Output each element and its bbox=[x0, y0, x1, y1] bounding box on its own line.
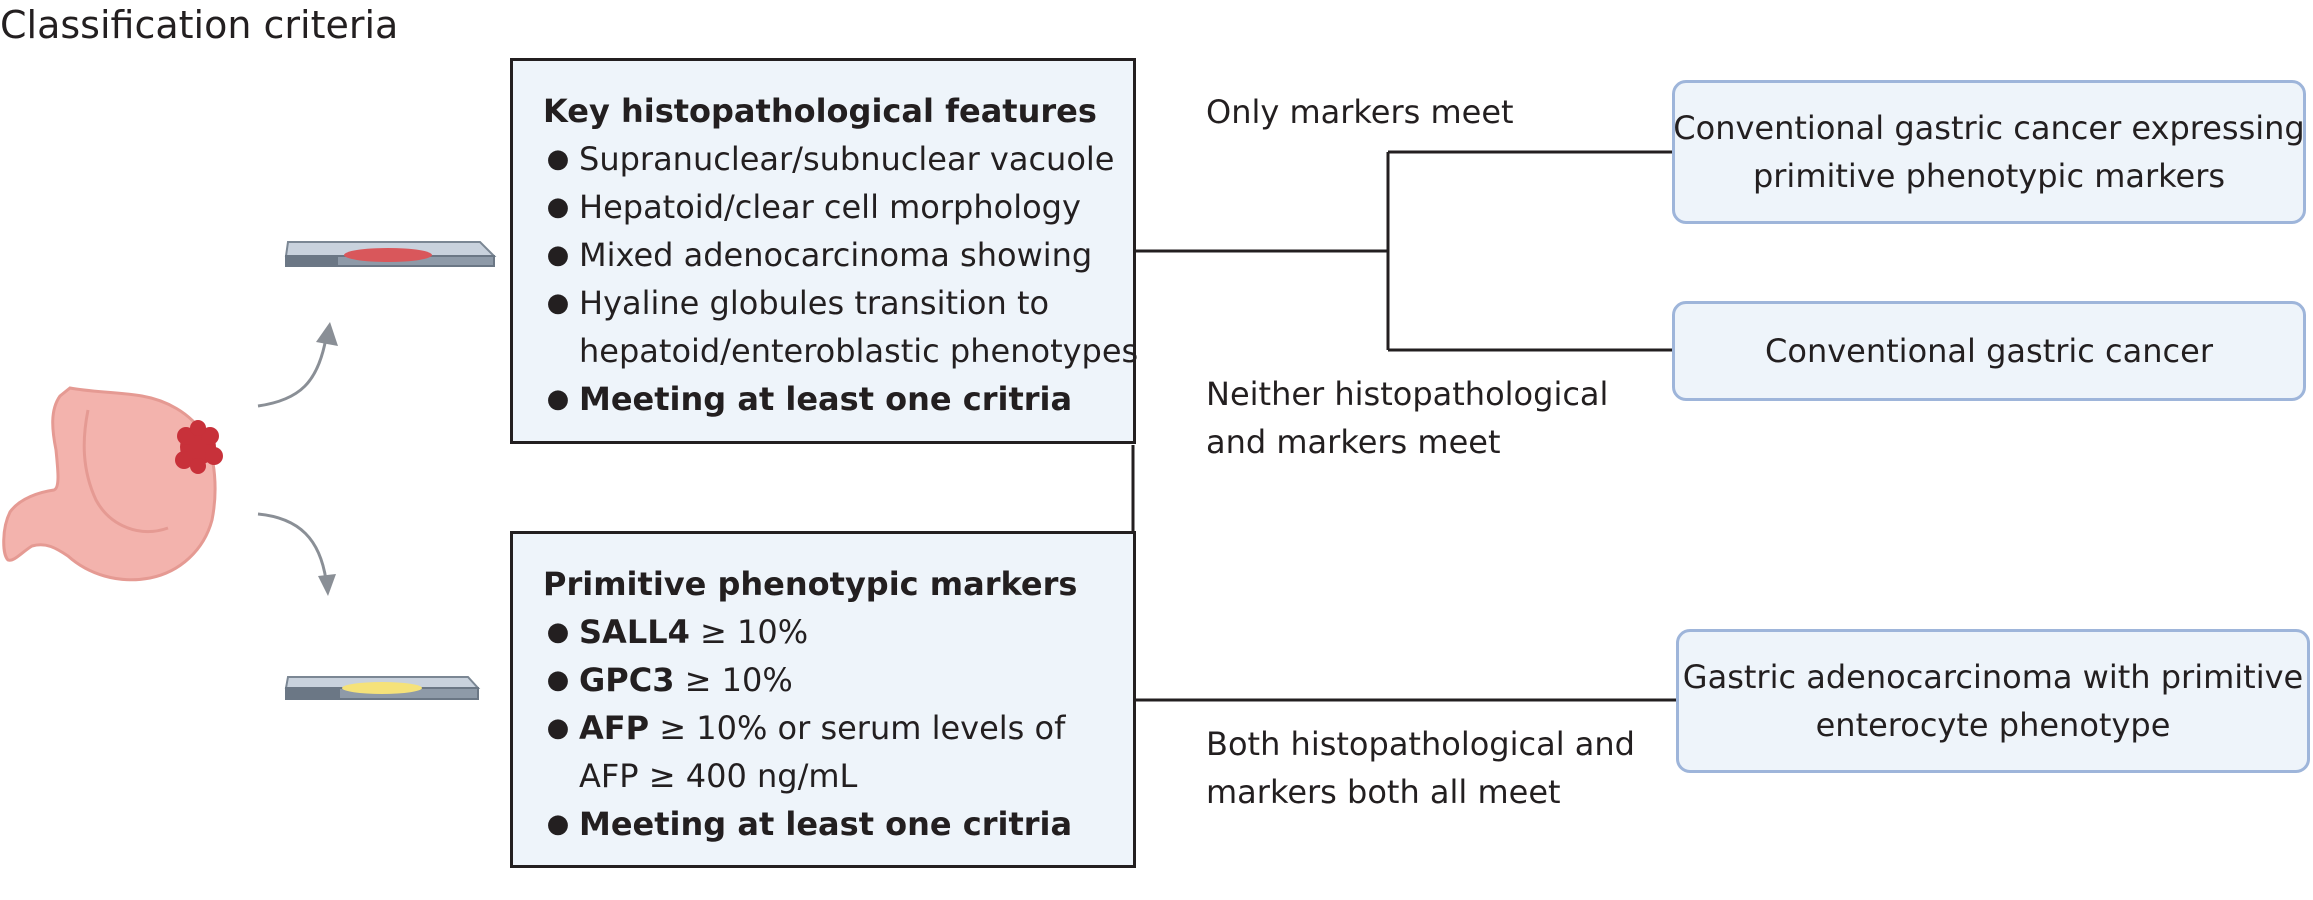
stomach-icon bbox=[2, 386, 217, 582]
slide-red-icon bbox=[284, 241, 497, 267]
arrow-up-head bbox=[316, 322, 338, 346]
histology-box: Key histopathological features ●Supranuc… bbox=[510, 58, 1139, 444]
arrow-down-head bbox=[318, 574, 336, 596]
marker-item-afp-continuation: AFP ≥ 400 ng/mL bbox=[579, 757, 858, 795]
bullet-icon: ● bbox=[546, 240, 570, 270]
markers-criteria: ●Meeting at least one critria bbox=[543, 800, 1133, 848]
outcome-gaep: Gastric adenocarcinoma with primitive en… bbox=[1676, 629, 2310, 773]
label-only-markers: Only markers meet bbox=[1206, 93, 1514, 131]
histology-heading: Key histopathological features bbox=[543, 92, 1097, 130]
bullet-icon: ● bbox=[546, 665, 570, 695]
label-neither: Neither histopathological and markers me… bbox=[1206, 375, 1609, 461]
histology-criteria: ●Meeting at least one critria bbox=[543, 375, 1133, 423]
connectors bbox=[1130, 150, 1676, 702]
bullet-icon: ● bbox=[546, 144, 570, 174]
marker-item-gpc3: ●GPC3 ≥ 10% bbox=[543, 656, 1133, 704]
bullet-icon: ● bbox=[546, 384, 570, 414]
markers-box: Primitive phenotypic markers ●SALL4 ≥ 10… bbox=[510, 531, 1136, 868]
arrows bbox=[257, 337, 328, 581]
bullet-icon: ● bbox=[546, 713, 570, 743]
outcome-conventional: Conventional gastric cancer bbox=[1672, 301, 2306, 401]
tumor-icon bbox=[175, 420, 223, 474]
bullet-icon: ● bbox=[546, 192, 570, 222]
marker-item-afp: ●AFP ≥ 10% or serum levels of bbox=[543, 704, 1133, 752]
histology-item: ●Supranuclear/subnuclear vacuole bbox=[543, 135, 1133, 183]
arrow-up bbox=[257, 337, 328, 408]
slide-yellow-icon bbox=[284, 676, 481, 700]
outcome-expressing-markers: Conventional gastric cancer expressing p… bbox=[1672, 80, 2306, 224]
histology-item: ●Hyaline globules transition to bbox=[543, 279, 1133, 327]
histology-item: ●Hepatoid/clear cell morphology bbox=[543, 183, 1133, 231]
bullet-icon: ● bbox=[546, 617, 570, 647]
bullet-icon: ● bbox=[546, 809, 570, 839]
bullet-icon: ● bbox=[546, 288, 570, 318]
histology-item-continuation: hepatoid/enteroblastic phenotypes bbox=[579, 332, 1139, 370]
histology-item: ●Mixed adenocarcinoma showing bbox=[543, 231, 1133, 279]
arrow-heads bbox=[316, 322, 338, 596]
label-both: Both histopathological and markers both … bbox=[1206, 725, 1635, 811]
markers-heading: Primitive phenotypic markers bbox=[543, 565, 1078, 603]
marker-item-sall4: ●SALL4 ≥ 10% bbox=[543, 608, 1133, 656]
arrow-down bbox=[257, 512, 328, 581]
page-title: Classification criteria bbox=[0, 3, 399, 47]
